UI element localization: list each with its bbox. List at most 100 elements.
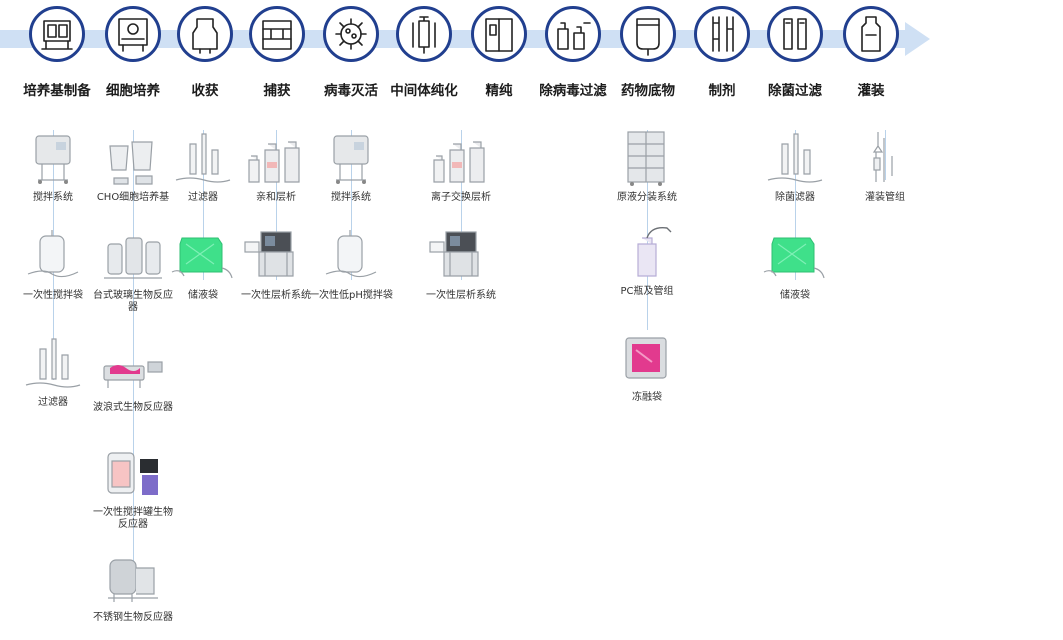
stage-label: 收获 [191, 83, 219, 99]
stage-label: 病毒灭活 [324, 83, 378, 99]
equipment-caption: CHO细胞培养基 [96, 192, 170, 203]
equipment-caption: 离子交换层析 [431, 192, 491, 203]
filling-bottle-icon [843, 6, 899, 62]
media-prep-station-icon [29, 6, 85, 62]
equipment-caption: 台式玻璃生物反应器 [93, 290, 173, 313]
stage-label: 制剂 [708, 83, 736, 99]
equipment-item: 一次性搅拌袋 [10, 228, 96, 302]
stage-label: 灌装 [857, 83, 885, 99]
glass-bioreactor-icon [100, 228, 166, 286]
stage-label: 捕获 [263, 83, 291, 99]
stage-label: 除菌过滤 [768, 83, 822, 99]
equipment-caption: 冻融袋 [632, 392, 662, 403]
equipment-item: 储液袋 [752, 228, 838, 302]
resin-bottles-icon [243, 130, 309, 188]
filter-capsules-icon [170, 130, 236, 188]
stage-5: 病毒灭活 [314, 6, 388, 99]
stage-label: 药物底物 [621, 83, 675, 99]
connector-line [351, 130, 352, 280]
stage-label: 除病毒过滤 [539, 83, 607, 99]
equipment-caption: 不锈钢生物反应器 [93, 612, 173, 623]
stage-1: 培养基制备 [20, 6, 94, 99]
equipment-item: 一次性搅拌罐生物反应器 [90, 445, 176, 531]
equipment-caption: 搅拌系统 [331, 192, 371, 203]
green-storage-bag-icon [762, 228, 828, 286]
equipment-item: 过滤器 [10, 335, 96, 409]
equipment-item: 储液袋 [160, 228, 246, 302]
polishing-cabinet-icon [471, 6, 527, 62]
equipment-item: CHO细胞培养基 [90, 130, 176, 204]
connector-line [795, 130, 796, 280]
chromatography-system-icon [243, 228, 309, 286]
equipment-item: 不锈钢生物反应器 [90, 550, 176, 624]
mixer-system-icon [20, 130, 86, 188]
connector-line [885, 130, 886, 180]
equipment-item: PC瓶及管组 [604, 224, 690, 298]
connector-line [276, 130, 277, 280]
equipment-caption: 一次性层析系统 [426, 290, 496, 301]
media-buckets-icon [100, 130, 166, 188]
chromatography-column-icon [396, 6, 452, 62]
equipment-item: 搅拌系统 [10, 130, 96, 204]
stage-8: 除病毒过滤 [536, 6, 610, 99]
stage-9: 药物底物 [611, 6, 685, 99]
wave-bioreactor-icon [100, 340, 166, 398]
stage-4: 捕获 [240, 6, 314, 99]
equipment-caption: 灌装管组 [865, 192, 905, 203]
equipment-item: 台式玻璃生物反应器 [90, 228, 176, 314]
stage-12: 灌装 [834, 6, 908, 99]
stage-6: 中间体纯化 [387, 6, 461, 99]
connector-line [647, 130, 648, 330]
equipment-caption: 储液袋 [188, 290, 218, 301]
stage-2: 细胞培养 [96, 6, 170, 99]
resin-bottles-icon [428, 130, 494, 188]
equipment-item: 过滤器 [160, 130, 246, 204]
dispensing-rack-icon [614, 130, 680, 188]
connector-line [133, 130, 134, 570]
stage-label: 细胞培养 [106, 83, 160, 99]
capture-cabinet-icon [249, 6, 305, 62]
sterile-filter-cartridges-icon [767, 6, 823, 62]
single-use-bioreactor-icon [100, 445, 166, 503]
equipment-caption: 搅拌系统 [33, 192, 73, 203]
equipment-caption: 波浪式生物反应器 [93, 402, 173, 413]
equipment-caption: 一次性搅拌罐生物反应器 [93, 507, 173, 530]
stage-7: 精纯 [462, 6, 536, 99]
equipment-item: 一次性层析系统 [233, 228, 319, 302]
mixing-bag-icon [20, 228, 86, 286]
equipment-item: 离子交换层析 [418, 130, 504, 204]
equipment-item: 冻融袋 [604, 330, 690, 404]
connector-line [203, 130, 204, 280]
equipment-item: 波浪式生物反应器 [90, 340, 176, 414]
equipment-caption: 一次性搅拌袋 [23, 290, 83, 301]
virus-icon [323, 6, 379, 62]
equipment-caption: 亲和层析 [256, 192, 296, 203]
harvest-vessel-icon [177, 6, 233, 62]
filter-capsules-icon [762, 130, 828, 188]
stage-10: 制剂 [685, 6, 759, 99]
stage-label: 培养基制备 [23, 83, 91, 99]
formulation-tubes-icon [694, 6, 750, 62]
equipment-caption: 过滤器 [188, 192, 218, 203]
equipment-caption: 一次性层析系统 [241, 290, 311, 301]
equipment-item: 搅拌系统 [308, 130, 394, 204]
equipment-caption: 过滤器 [38, 397, 68, 408]
drug-substance-bag-icon [620, 6, 676, 62]
equipment-item: 一次性层析系统 [418, 228, 504, 302]
equipment-caption: PC瓶及管组 [620, 286, 674, 297]
equipment-caption: 除菌滤器 [775, 192, 815, 203]
stage-label: 中间体纯化 [390, 83, 458, 99]
mixing-bag-icon [318, 228, 384, 286]
cell-culture-machine-icon [105, 6, 161, 62]
filling-tubing-icon [852, 130, 918, 188]
connector-line [461, 130, 462, 280]
equipment-item: 除菌滤器 [752, 130, 838, 204]
stage-label: 精纯 [485, 83, 513, 99]
equipment-caption: 储液袋 [780, 290, 810, 301]
equipment-caption: 一次性低pH搅拌袋 [309, 290, 393, 301]
pc-bottle-icon [614, 224, 680, 282]
mixer-system-icon [318, 130, 384, 188]
filter-capsules-icon [20, 335, 86, 393]
stage-3: 收获 [168, 6, 242, 99]
equipment-item: 灌装管组 [842, 130, 928, 204]
